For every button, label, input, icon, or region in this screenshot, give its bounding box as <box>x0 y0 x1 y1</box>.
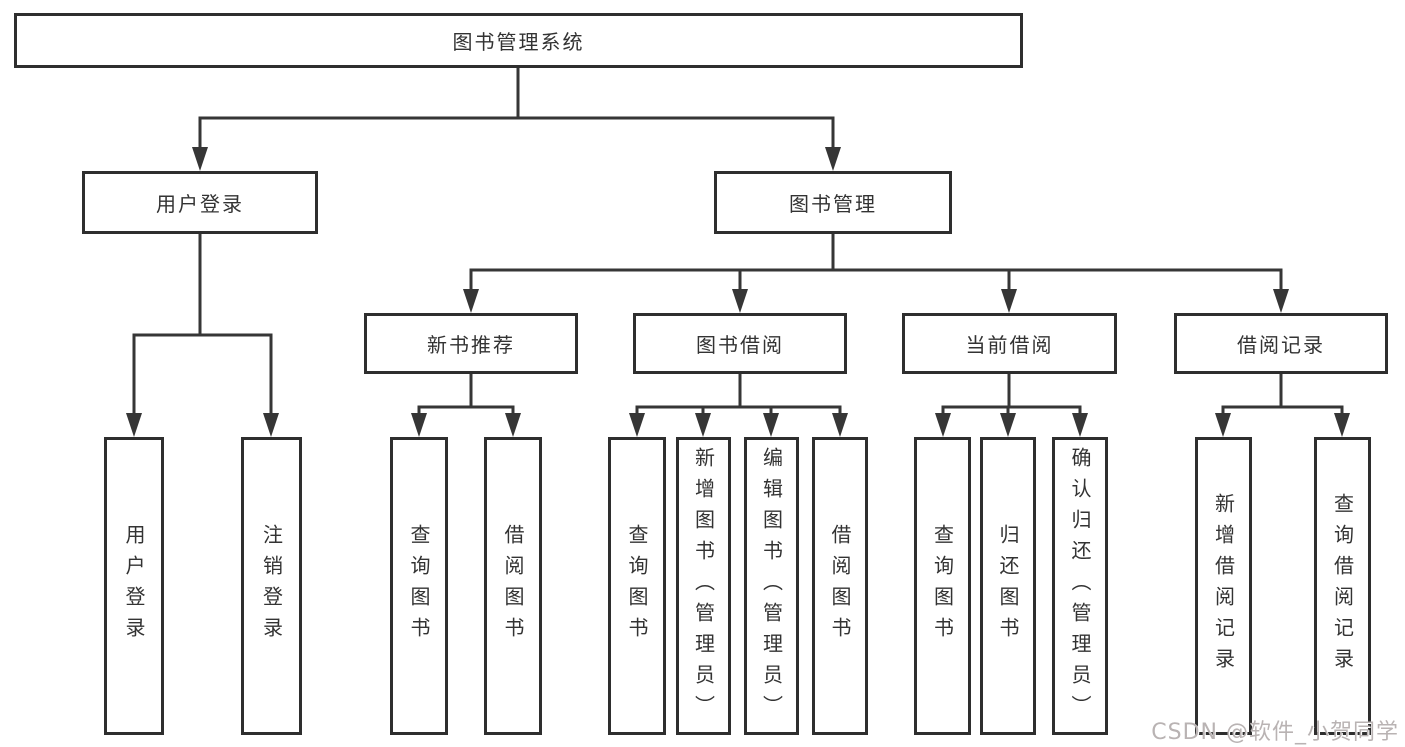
connector-segments <box>132 68 1344 416</box>
leaf-newbook-query-books: 查询图书 <box>390 437 448 735</box>
node-book-borrow: 图书借阅 <box>633 313 847 374</box>
leaf-borrow-add-books-admin: 新增图书（管理员） <box>676 437 731 735</box>
leaf-borrow-edit-books-admin: 编辑图书（管理员） <box>744 437 799 735</box>
arrowheads <box>126 147 1350 437</box>
leaf-record-add-borrow-record: 新增借阅记录 <box>1195 437 1252 735</box>
node-new-book-recommend: 新书推荐 <box>364 313 578 374</box>
leaf-record-query-borrow-record: 查询借阅记录 <box>1314 437 1371 735</box>
node-borrow-record: 借阅记录 <box>1174 313 1388 374</box>
csdn-watermark: CSDN @软件_小贺同学 <box>1151 720 1399 745</box>
node-root: 图书管理系统 <box>14 13 1023 68</box>
leaf-newbook-borrow-books: 借阅图书 <box>484 437 542 735</box>
leaf-current-return-books: 归还图书 <box>980 437 1036 735</box>
node-user-login: 用户登录 <box>82 171 318 234</box>
leaf-current-query-books: 查询图书 <box>914 437 971 735</box>
leaf-borrow-borrow-books: 借阅图书 <box>812 437 868 735</box>
node-current-borrow: 当前借阅 <box>902 313 1117 374</box>
leaf-current-confirm-return-admin: 确认归还（管理员） <box>1052 437 1108 735</box>
node-book-management: 图书管理 <box>714 171 952 234</box>
leaf-borrow-query-books: 查询图书 <box>608 437 666 735</box>
leaf-user-login: 用户登录 <box>104 437 164 735</box>
leaf-logout: 注销登录 <box>241 437 302 735</box>
